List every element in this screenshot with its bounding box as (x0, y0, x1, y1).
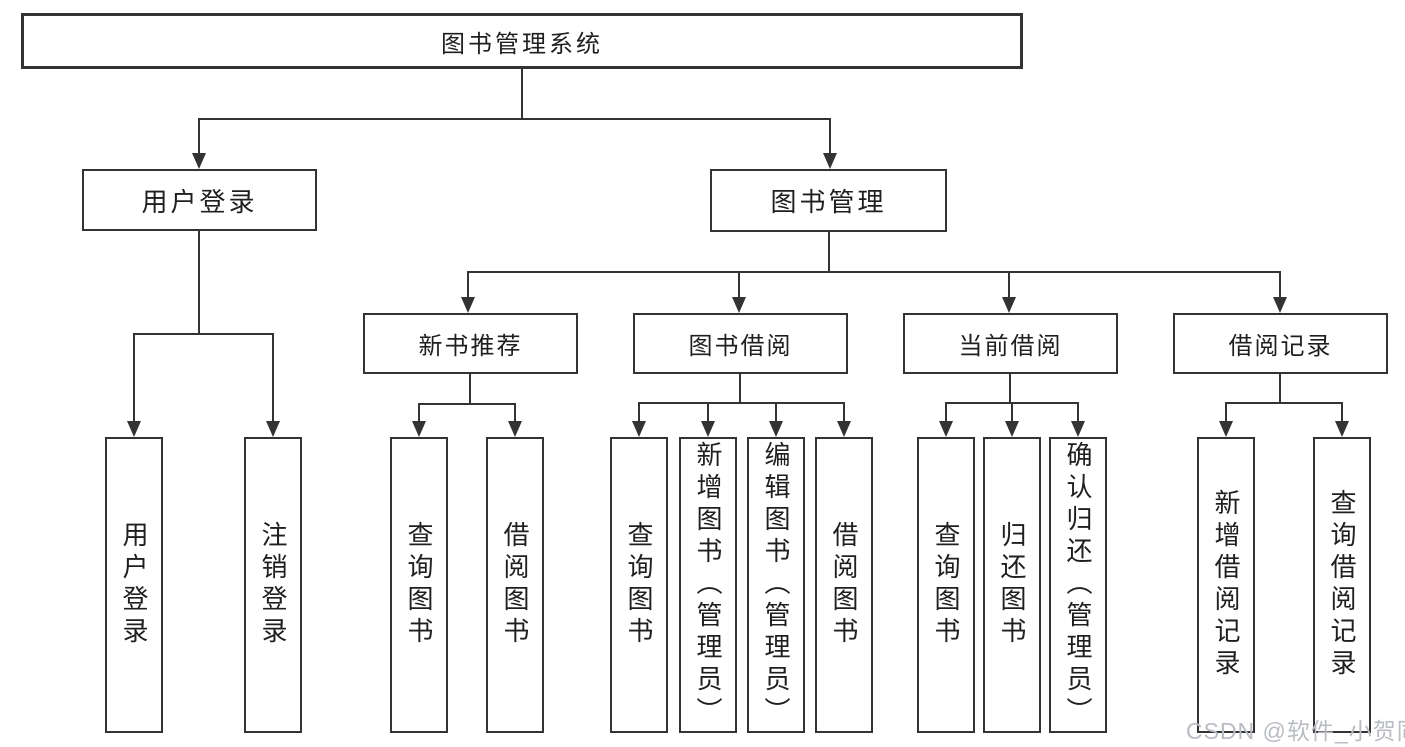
arrow-down-icon (837, 421, 851, 437)
connector-br-drop-2 (1341, 402, 1343, 423)
connector-level1-rail (198, 118, 831, 120)
connector-nb-drop-1 (418, 403, 420, 423)
arrow-down-icon (1273, 297, 1287, 313)
arrow-down-icon (1219, 421, 1233, 437)
node-leaf-user-login: 用户登录 (105, 437, 163, 733)
arrow-down-icon (412, 421, 426, 437)
arrow-down-icon (823, 153, 837, 169)
connector-drop-leaf-logout (272, 333, 274, 422)
node-leaf-logout: 注销登录 (244, 437, 302, 733)
node-leaf-user-login-label: 用户登录 (119, 521, 149, 649)
node-leaf-br-add-record-label: 新增借阅记录 (1211, 489, 1241, 681)
connector-bb-stem (739, 374, 741, 404)
node-leaf-br-add-record: 新增借阅记录 (1197, 437, 1255, 733)
connector-bb-drop-1 (638, 402, 640, 423)
arrow-down-icon (732, 297, 746, 313)
node-current-borrow-label: 当前借阅 (958, 333, 1063, 360)
node-leaf-cb-confirm-return-admin-label: 确认归还（管理员） (1063, 441, 1093, 729)
connector-cb-drop-3 (1077, 402, 1079, 423)
arrow-down-icon (1002, 297, 1016, 313)
node-leaf-bb-add-books-admin-label: 新增图书（管理员） (693, 441, 723, 729)
arrow-down-icon (266, 421, 280, 437)
connector-bb-drop-4 (843, 402, 845, 423)
arrow-down-icon (127, 421, 141, 437)
node-book-borrow-label: 图书借阅 (688, 333, 793, 360)
node-leaf-cb-return-books: 归还图书 (983, 437, 1041, 733)
node-leaf-cb-query-books-label: 查询图书 (931, 521, 961, 649)
arrow-down-icon (1071, 421, 1085, 437)
connector-drop-new-book-recommend (467, 271, 469, 299)
connector-drop-current-borrow (1008, 271, 1010, 299)
node-leaf-bb-borrow-books: 借阅图书 (815, 437, 873, 733)
node-borrow-records: 借阅记录 (1173, 313, 1388, 374)
node-leaf-bb-edit-books-admin-label: 编辑图书（管理员） (761, 441, 791, 729)
connector-br-rail (1225, 402, 1343, 404)
node-leaf-logout-label: 注销登录 (258, 521, 288, 649)
node-leaf-bb-add-books-admin: 新增图书（管理员） (679, 437, 737, 733)
node-leaf-bb-query-books-label: 查询图书 (624, 521, 654, 649)
connector-user-login-rail (133, 333, 274, 335)
node-leaf-br-query-record-label: 查询借阅记录 (1327, 489, 1357, 681)
connector-drop-user-login (198, 118, 200, 155)
arrow-down-icon (701, 421, 715, 437)
node-leaf-bb-edit-books-admin: 编辑图书（管理员） (747, 437, 805, 733)
connector-bb-rail (638, 402, 845, 404)
node-leaf-nb-query-books-label: 查询图书 (404, 521, 434, 649)
node-user-login: 用户登录 (82, 169, 317, 231)
connector-nb-stem (469, 374, 471, 405)
connector-cb-drop-1 (945, 402, 947, 423)
node-borrow-records-label: 借阅记录 (1228, 333, 1333, 360)
connector-drop-leaf-user-login (133, 333, 135, 422)
node-leaf-nb-borrow-books-label: 借阅图书 (500, 521, 530, 649)
node-user-login-label: 用户登录 (141, 186, 258, 217)
csdn-watermark: CSDN @软件_小贺同学 (1186, 718, 1405, 744)
node-leaf-cb-return-books-label: 归还图书 (997, 521, 1027, 649)
node-root-label: 图书管理系统 (441, 30, 603, 58)
node-current-borrow: 当前借阅 (903, 313, 1118, 374)
node-new-book-recommend-label: 新书推荐 (418, 333, 523, 360)
node-root: 图书管理系统 (21, 13, 1023, 69)
node-leaf-br-query-record: 查询借阅记录 (1313, 437, 1371, 733)
connector-user-login-stem (198, 231, 200, 335)
arrow-down-icon (508, 421, 522, 437)
node-leaf-nb-query-books: 查询图书 (390, 437, 448, 733)
connector-bb-drop-2 (707, 402, 709, 423)
node-leaf-cb-query-books: 查询图书 (917, 437, 975, 733)
connector-root-stem (521, 69, 523, 120)
arrow-down-icon (939, 421, 953, 437)
connector-br-stem (1279, 374, 1281, 404)
arrow-down-icon (769, 421, 783, 437)
connector-cb-stem (1009, 374, 1011, 404)
arrow-down-icon (192, 153, 206, 169)
connector-book-management-stem (828, 232, 830, 273)
connector-cb-drop-2 (1011, 402, 1013, 423)
connector-nb-drop-2 (514, 403, 516, 423)
node-new-book-recommend: 新书推荐 (363, 313, 578, 374)
connector-drop-borrow-records (1279, 271, 1281, 299)
connector-nb-rail (418, 403, 516, 405)
node-leaf-bb-borrow-books-label: 借阅图书 (829, 521, 859, 649)
node-book-borrow: 图书借阅 (633, 313, 848, 374)
node-leaf-nb-borrow-books: 借阅图书 (486, 437, 544, 733)
arrow-down-icon (1335, 421, 1349, 437)
connector-drop-book-borrow (738, 271, 740, 299)
node-leaf-bb-query-books: 查询图书 (610, 437, 668, 733)
arrow-down-icon (1005, 421, 1019, 437)
connector-bb-drop-3 (775, 402, 777, 423)
arrow-down-icon (461, 297, 475, 313)
node-book-management-label: 图书管理 (770, 187, 887, 217)
node-leaf-cb-confirm-return-admin: 确认归还（管理员） (1049, 437, 1107, 733)
connector-br-drop-1 (1225, 402, 1227, 423)
arrow-down-icon (632, 421, 646, 437)
connector-level2-rail (467, 271, 1281, 273)
node-book-management: 图书管理 (710, 169, 947, 232)
connector-drop-book-management (829, 118, 831, 155)
